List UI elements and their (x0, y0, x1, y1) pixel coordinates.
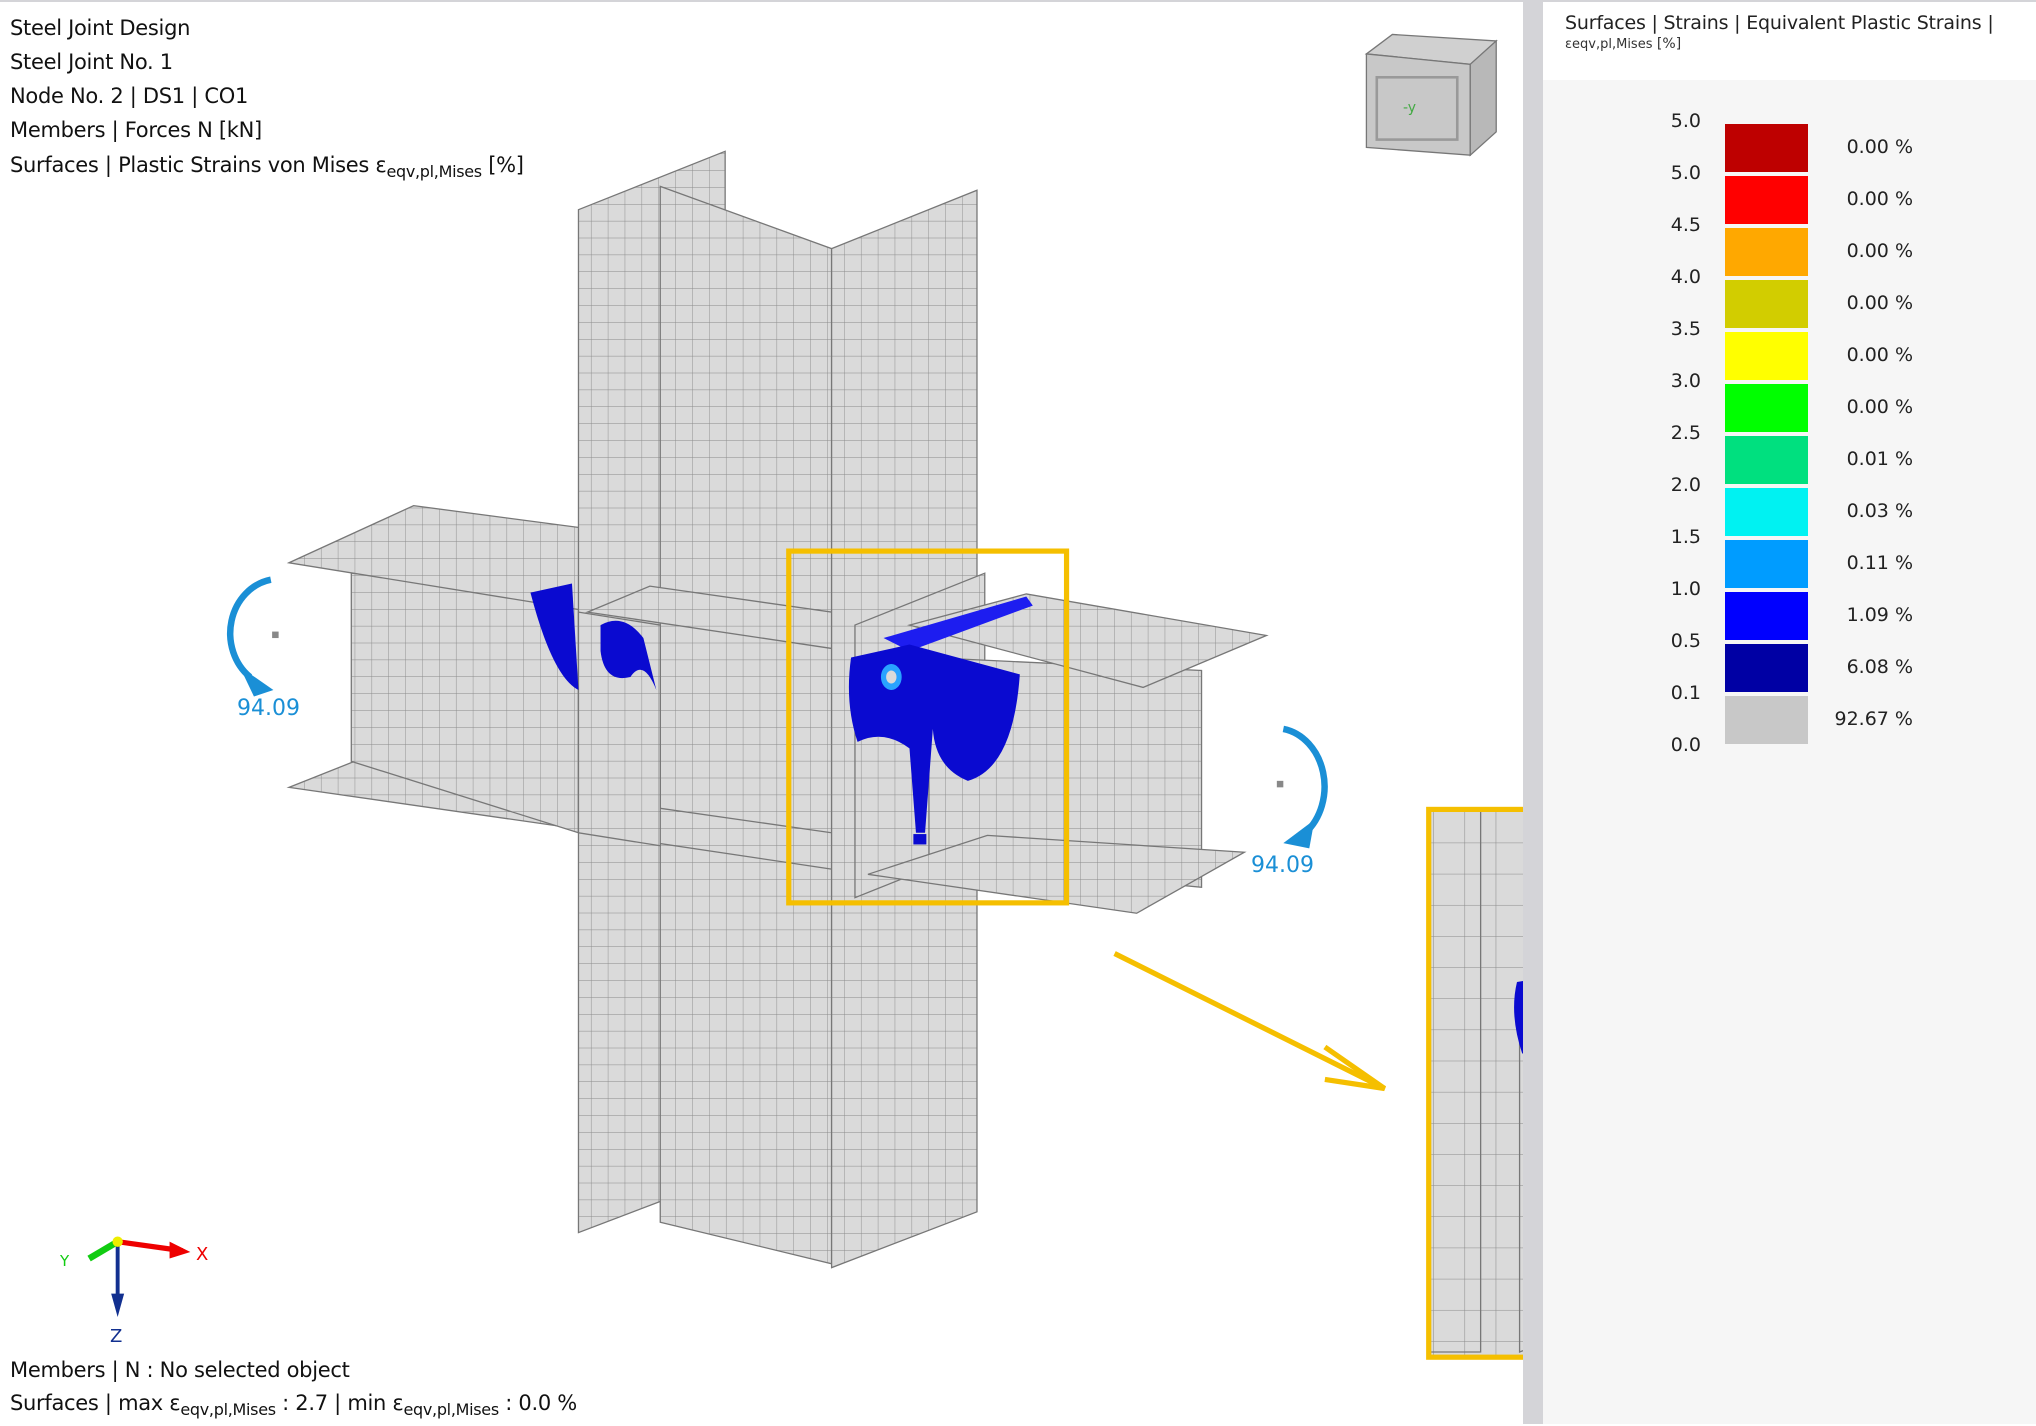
moment-arrowhead-left (239, 666, 274, 697)
legend-percent: 6.08 % (1846, 656, 1913, 678)
legend-swatch (1725, 436, 1808, 484)
zoom-inset (1426, 806, 1523, 1360)
legend-swatch (1725, 332, 1808, 380)
inset-frame (1426, 806, 1523, 1360)
status-sub1: eqv,pl,Mises (180, 1400, 276, 1419)
joint-model[interactable] (0, 2, 1523, 1426)
navcube-face-label: -y (1403, 100, 1417, 116)
legend-title: Surfaces | Strains | Equivalent Plastic … (1565, 12, 1994, 34)
legend-swatch (1725, 488, 1808, 536)
axis-label-x: X (196, 1244, 209, 1265)
moment-label-left: 94.09 (237, 696, 300, 721)
legend-swatch (1725, 384, 1808, 432)
status-b: : 2.7 | min ε (275, 1391, 404, 1415)
info-surfaces-text: Surfaces | Plastic Strains von Mises ε (10, 153, 387, 177)
column-web (659, 185, 833, 1265)
legend-unit: [%] (1652, 36, 1682, 52)
axis-triad (87, 1236, 191, 1317)
legend-swatch (1725, 124, 1808, 172)
plastic-strain-zones (530, 583, 1033, 845)
info-node: Node No. 2 | DS1 | CO1 (10, 84, 249, 108)
status-members: Members | N : No selected object (10, 1358, 350, 1382)
legend-percent: 0.01 % (1846, 448, 1913, 470)
legend-tick: 0.0 (1670, 734, 1701, 756)
legend-swatch (1725, 280, 1808, 328)
moment-label-right: 94.09 (1251, 853, 1314, 878)
legend-swatch (1725, 696, 1808, 744)
legend-swatch (1725, 592, 1808, 640)
legend-percent: 0.00 % (1846, 292, 1913, 314)
zoom-pointer-arrow (1113, 951, 1387, 1092)
legend-tick: 5.0 (1670, 162, 1701, 184)
legend-percent: 0.11 % (1846, 552, 1913, 574)
axis-label-z: Z (110, 1326, 123, 1347)
status-a: Surfaces | max ε (10, 1391, 181, 1415)
info-joint: Steel Joint No. 1 (10, 50, 173, 74)
moment-arrow-left (227, 576, 272, 680)
legend-percent: 0.00 % (1846, 188, 1913, 210)
legend-panel: Surfaces | Strains | Equivalent Plastic … (1543, 0, 2036, 1424)
legend-subtitle: εeqv,pl,Mises [%] (1565, 36, 2036, 52)
legend-swatch (1725, 228, 1808, 276)
legend-percent: 0.00 % (1846, 136, 1913, 158)
legend-tick: 3.0 (1670, 370, 1701, 392)
navigation-cube[interactable] (1364, 33, 1498, 157)
info-surfaces-sub: eqv,pl,Mises (386, 162, 482, 181)
legend-tick: 4.5 (1670, 214, 1701, 236)
status-surfaces: Surfaces | max εeqv,pl,Mises : 2.7 | min… (10, 1390, 577, 1423)
legend-tick: 1.0 (1670, 578, 1701, 600)
legend-tick: 2.0 (1670, 474, 1701, 496)
panel-splitter[interactable] (1523, 0, 1543, 1424)
left-endplate (577, 611, 661, 847)
legend-tick: 3.5 (1670, 318, 1701, 340)
legend-percent: 0.00 % (1846, 396, 1913, 418)
3d-viewport[interactable]: X Y Z -y Steel Joint Design Steel Joint … (0, 0, 1523, 1424)
legend-header: Surfaces | Strains | Equivalent Plastic … (1543, 2, 2036, 80)
legend-tick: 0.1 (1670, 682, 1701, 704)
legend-swatch (1725, 644, 1808, 692)
legend-tick: 2.5 (1670, 422, 1701, 444)
info-surfaces: Surfaces | Plastic Strains von Mises εeq… (10, 152, 524, 185)
legend-symbol: εeqv,pl,Mises (1565, 37, 1653, 52)
legend-percent: 1.09 % (1846, 604, 1913, 626)
legend-percent: 0.00 % (1846, 240, 1913, 262)
legend-tick: 1.5 (1670, 526, 1701, 548)
highlight-box (786, 548, 1070, 906)
status-sub2: eqv,pl,Mises (403, 1400, 499, 1419)
info-title: Steel Joint Design (10, 16, 191, 40)
info-surfaces-unit: [%] (481, 153, 524, 177)
info-members: Members | Forces N [kN] (10, 118, 262, 142)
legend-swatch (1725, 176, 1808, 224)
legend-swatch (1725, 540, 1808, 588)
legend-tick: 5.0 (1670, 110, 1701, 132)
moment-arrowhead-right (1283, 819, 1315, 849)
moment-arrow-right (1282, 725, 1328, 836)
legend-percent: 0.00 % (1846, 344, 1913, 366)
status-c: : 0.0 % (498, 1391, 577, 1415)
legend-percent: 0.03 % (1846, 500, 1913, 522)
legend-tick: 0.5 (1670, 630, 1701, 652)
axis-label-y: Y (60, 1252, 70, 1270)
legend-percent: 92.67 % (1834, 708, 1914, 730)
legend-tick: 4.0 (1670, 266, 1701, 288)
